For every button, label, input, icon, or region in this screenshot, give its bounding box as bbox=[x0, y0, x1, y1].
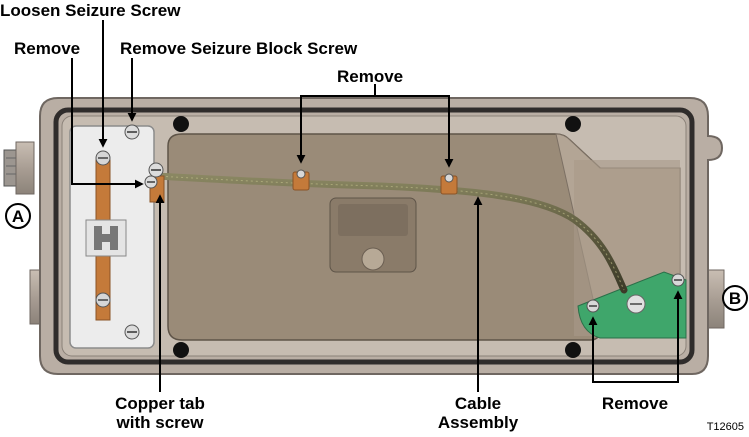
label-cable-line2: Assembly bbox=[438, 413, 519, 432]
port-b-label: B bbox=[729, 289, 741, 308]
label-remove-right: Remove bbox=[602, 394, 668, 413]
port-a-label: A bbox=[12, 207, 24, 226]
port-a-badge: A bbox=[5, 203, 31, 229]
cable-clip-left bbox=[292, 169, 310, 191]
seizure-block-screw-icon bbox=[124, 124, 140, 140]
port-a-fitting bbox=[3, 141, 35, 195]
callout-lines bbox=[71, 20, 683, 392]
label-remove-top: Remove bbox=[337, 67, 403, 86]
label-remove-seizure-block-screw: Remove Seizure Block Screw bbox=[120, 39, 358, 58]
label-copper-tab-line1: Copper tab bbox=[115, 394, 205, 413]
cable-clip-right bbox=[440, 173, 458, 195]
label-copper-tab-line2: with screw bbox=[116, 413, 205, 432]
seizure-block-lower-screw-icon bbox=[124, 324, 140, 340]
gasket-ring bbox=[53, 107, 695, 365]
right-knockout bbox=[707, 269, 725, 329]
seizure-block bbox=[69, 125, 155, 349]
label-cable-line1: Cable bbox=[455, 394, 501, 413]
center-mounting-boss bbox=[329, 197, 417, 273]
port-b-badge: B bbox=[722, 285, 748, 311]
mounting-holes bbox=[173, 116, 581, 358]
label-remove-left: Remove bbox=[14, 39, 80, 58]
figure-reference-number: T12605 bbox=[707, 421, 744, 433]
pcb-screw-icon bbox=[586, 273, 685, 314]
label-loosen-seizure-screw: Loosen Seizure Screw bbox=[0, 1, 181, 20]
